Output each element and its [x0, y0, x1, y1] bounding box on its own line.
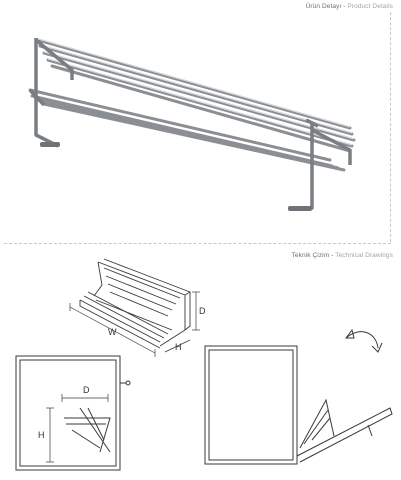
technical-drawings-label-en: Technical Drawings [335, 252, 393, 259]
dimension-label-d-side: D [83, 385, 90, 395]
cabinet-side-view-left [15, 355, 131, 471]
product-details-label: Ürün Detayı - Product Details [306, 3, 393, 10]
horizontal-dashed-divider [4, 243, 391, 244]
shoe-rack-lower-rods [28, 88, 346, 172]
technical-drawings-label-tr: Teknik Çizim - [291, 252, 334, 259]
product-details-label-en: Product Details [347, 3, 393, 10]
vertical-dashed-divider [390, 12, 391, 242]
dimension-label-h-side: H [38, 430, 45, 440]
dimension-label-w: W [108, 327, 117, 337]
dimension-lines-isometric [69, 291, 200, 357]
shoe-rack-upper-rods [36, 38, 356, 153]
rotate-arrow-icon [345, 328, 383, 353]
product-details-label-tr: Ürün Detayı - [305, 3, 346, 10]
dimension-label-d-iso: D [199, 306, 206, 316]
dimension-label-h-iso: H [175, 342, 182, 352]
technical-drawings-label: Teknik Çizim - Technical Drawings [292, 252, 393, 259]
dimension-lines-side [46, 394, 109, 463]
cabinet-open-view-right [204, 345, 393, 465]
isometric-rack-drawing [79, 258, 191, 349]
product-image-shoe-rack [28, 38, 356, 211]
shoe-rack-feet [40, 142, 312, 211]
